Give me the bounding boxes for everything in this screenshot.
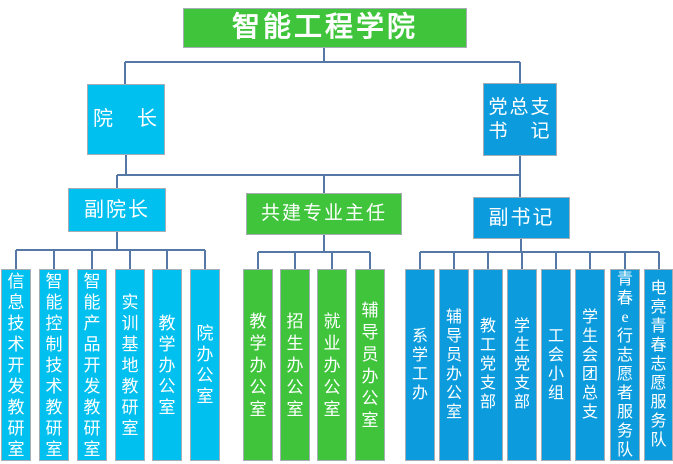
dean-label: 院 长 xyxy=(93,108,159,130)
org-unit-column: 学生会团总支 xyxy=(575,269,605,461)
org-unit-column: 学生党支部 xyxy=(507,269,537,461)
vice-dean-label: 副院长 xyxy=(84,198,150,221)
org-unit-column: 智能控制技术教研室 xyxy=(39,269,69,461)
org-unit-column: 院办公室 xyxy=(190,269,220,461)
joint-program-director-node: 共建专业主任 xyxy=(246,193,402,235)
party-secretary-label-line1: 党总支 xyxy=(488,96,552,118)
org-unit-column: 电亮青春志愿服务队 xyxy=(644,269,673,461)
root-node-title: 智能工程学院 xyxy=(183,8,467,48)
org-unit-column: 就业办公室 xyxy=(317,269,347,461)
vice-party-secretary-node: 副书记 xyxy=(473,197,570,239)
org-unit-column: 招生办公室 xyxy=(280,269,310,461)
root-label: 智能工程学院 xyxy=(231,11,418,43)
org-unit-column: 辅导员办公室 xyxy=(439,269,469,461)
org-unit-column: 信息技术开发教研室 xyxy=(1,269,31,461)
org-unit-column: 教工党支部 xyxy=(473,269,503,461)
vice-party-secretary-label: 副书记 xyxy=(488,206,555,229)
vice-dean-node: 副院长 xyxy=(68,188,166,232)
dean-node: 院 长 xyxy=(87,84,165,155)
org-unit-column: 教学办公室 xyxy=(152,269,182,461)
org-unit-column: 智能产品开发教研室 xyxy=(77,269,107,461)
joint-program-director-label: 共建专业主任 xyxy=(260,203,387,225)
party-secretary-node: 党总支 书 记 xyxy=(483,83,557,156)
org-unit-column: 教学办公室 xyxy=(243,269,273,461)
org-unit-column: 工会小组 xyxy=(541,269,571,461)
org-unit-column: 辅导员办公室 xyxy=(355,269,385,461)
org-unit-column: 系学工办 xyxy=(405,269,435,461)
org-unit-column: 实训基地教研室 xyxy=(115,269,145,461)
party-secretary-label-line2: 书 记 xyxy=(488,120,552,142)
